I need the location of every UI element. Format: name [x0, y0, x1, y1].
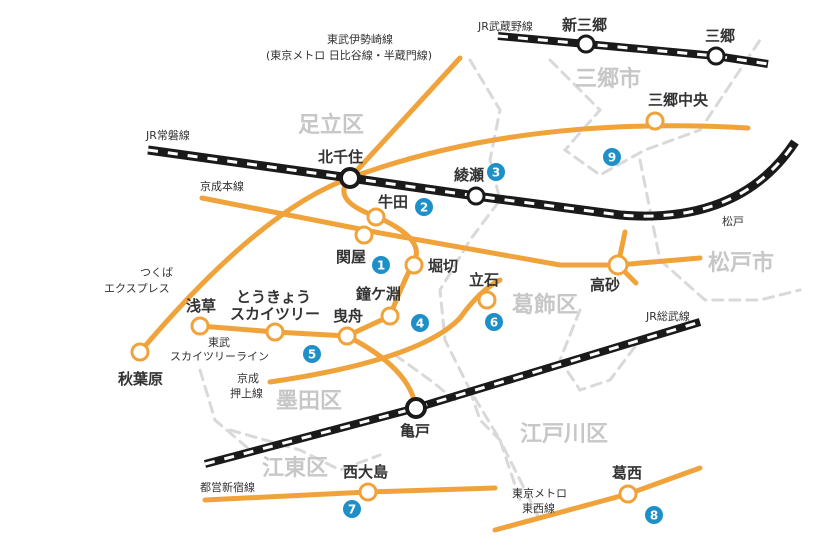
line-tsukuba-express: [137, 175, 353, 355]
boundary-misato: [548, 38, 762, 177]
line-keisei-main: [199, 195, 703, 268]
station-kanegafuchi-marker[interactable]: [380, 306, 400, 326]
boundary-matsudo: [638, 158, 802, 302]
station-misato-chuo-label: 三郷中央: [648, 91, 709, 109]
station-horikiri-marker[interactable]: [404, 255, 424, 275]
station-akihabara-marker[interactable]: [130, 342, 150, 362]
marker-8[interactable]: 8: [645, 506, 663, 524]
station-hikifune-marker[interactable]: [337, 326, 357, 346]
line-label-matsudo: 松戸: [722, 214, 744, 228]
station-tokyo-skytree-marker[interactable]: [265, 322, 285, 342]
marker-1-label: 1: [377, 259, 385, 273]
station-sekiya-marker[interactable]: [354, 225, 374, 245]
station-misato-label: 三郷: [705, 27, 735, 45]
marker-6-label: 6: [490, 316, 498, 330]
marker-3[interactable]: 3: [487, 163, 505, 181]
line-kameido: [344, 333, 419, 411]
station-kitasenju-marker[interactable]: [339, 167, 361, 189]
line-tobu-isesaki: [347, 55, 463, 181]
station-kanegafuchi-label: 鐘ケ淵: [356, 285, 401, 303]
station-takasago-label: 高砂: [590, 276, 620, 294]
station-hikifune-label: 曳舟: [333, 307, 363, 325]
station-asakusa-label: 浅草: [186, 297, 216, 315]
line-label-oshiage-line-2: 押上線: [230, 386, 263, 400]
station-kasai-marker[interactable]: [618, 484, 638, 504]
line-label-metro-tozai-1: 東京メトロ: [512, 486, 567, 500]
line-label-keisei-main: 京成本線: [200, 179, 244, 193]
ward-label-adachi: 足立区: [298, 112, 364, 138]
station-shin-misato-marker[interactable]: [576, 34, 596, 54]
line-label-jr-sobu: JR総武線: [645, 309, 690, 323]
ward-label-misato-city: 三郷市: [575, 66, 641, 92]
station-kameido-label: 亀戸: [400, 422, 430, 440]
marker-8-label: 8: [650, 509, 658, 523]
station-ayase-label: 綾瀬: [454, 166, 484, 184]
boundary-edogawa-south: [468, 388, 542, 522]
boundary-sumida-south: [228, 428, 382, 472]
ward-label-edogawa: 江戸川区: [520, 422, 608, 447]
station-tateishi-marker[interactable]: [477, 290, 497, 310]
marker-2-label: 2: [420, 201, 428, 215]
station-kasai-label: 葛西: [611, 464, 642, 482]
marker-7-label: 7: [348, 503, 356, 517]
station-akihabara-label: 秋葉原: [118, 370, 163, 388]
line-label-tsukuba-2: エクスプレス: [104, 282, 170, 295]
line-jr-joban-dash: [147, 141, 797, 218]
marker-3-label: 3: [492, 166, 500, 180]
marker-6[interactable]: 6: [485, 313, 503, 331]
ward-label-sumida: 墨田区: [276, 389, 342, 414]
station-horikiri-label: 堀切: [428, 257, 458, 275]
marker-2[interactable]: 2: [415, 198, 433, 216]
line-label-skytree-line-1: 東武: [208, 336, 230, 349]
line-label-jr-musashino: JR武蔵野線: [477, 19, 533, 33]
ward-label-koto: 江東区: [262, 456, 328, 481]
marker-9[interactable]: 9: [603, 148, 621, 166]
line-label-toei-shinjuku: 都営新宿線: [200, 480, 255, 494]
ward-label-matsudo-city: 松戸市: [708, 250, 774, 276]
ward-label-katsushika: 葛飾区: [511, 292, 578, 318]
station-tokyo-skytree-label-2: スカイツリー: [230, 305, 320, 323]
station-nishi-ojima-marker[interactable]: [358, 482, 378, 502]
marker-4-label: 4: [416, 317, 424, 331]
marker-5[interactable]: 5: [303, 345, 321, 363]
boundary-sumida-west: [198, 368, 252, 452]
station-markers: [130, 34, 726, 504]
line-label-skytree-line-2: スカイツリーライン: [170, 350, 269, 363]
line-label-jr-joban: JR常磐線: [145, 128, 190, 142]
station-tateishi-label: 立石: [469, 271, 499, 289]
line-label-tobu-isesaki-2: (東京メトロ 日比谷線・半蔵門線): [266, 48, 432, 62]
station-shin-misato-label: 新三郷: [562, 16, 607, 34]
station-asakusa-marker[interactable]: [190, 316, 210, 336]
boundary-edogawa: [558, 308, 702, 392]
line-label-oshiage-line-1: 京成: [237, 371, 259, 385]
station-tokyo-skytree-label-1: とうきょう: [236, 288, 311, 306]
line-tobu-skytree: [341, 175, 419, 339]
marker-9-label: 9: [608, 151, 616, 165]
number-markers: 1 2 3 4 5 6 7 8 9: [303, 148, 663, 524]
marker-1[interactable]: 1: [372, 256, 390, 274]
ward-boundaries: [198, 38, 802, 522]
station-takasago-marker[interactable]: [607, 254, 629, 276]
station-kitasenju-label: 北千住: [318, 148, 363, 166]
line-label-tobu-isesaki-1: 東武伊勢崎線: [327, 32, 393, 46]
line-label-metro-tozai-2: 東西線: [522, 501, 555, 515]
boundary-adachi-katsushika: [438, 58, 522, 502]
station-ushida-marker[interactable]: [366, 207, 386, 227]
boundary-sumida-east: [393, 353, 457, 402]
station-sekiya-label: 関屋: [336, 248, 366, 266]
marker-4[interactable]: 4: [411, 314, 429, 332]
line-misato-chuo: [347, 123, 751, 181]
marker-5-label: 5: [308, 348, 316, 362]
line-label-tsukuba-1: つくば: [140, 266, 173, 279]
station-nishi-ojima-label: 西大島: [343, 463, 388, 481]
station-ayase-marker[interactable]: [466, 186, 486, 206]
station-kameido-marker[interactable]: [405, 397, 427, 419]
marker-7[interactable]: 7: [343, 500, 361, 518]
station-misato-chuo-marker[interactable]: [645, 111, 665, 131]
line-jr-musashino-dash: [497, 34, 769, 66]
station-ushida-label: 牛田: [378, 193, 408, 211]
station-misato-marker[interactable]: [706, 46, 726, 66]
